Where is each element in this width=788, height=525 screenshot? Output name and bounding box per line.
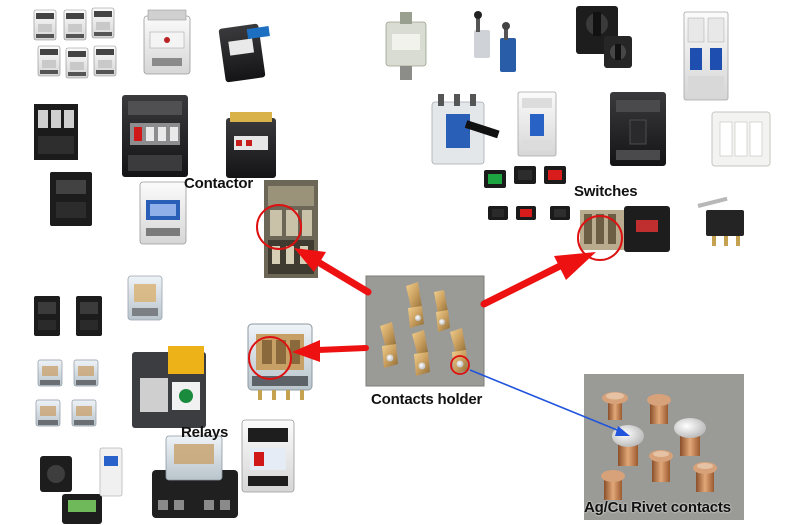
rocker-switches-icon	[484, 166, 570, 220]
contactor-icon	[143, 9, 191, 75]
contactor-icon	[33, 7, 117, 79]
label-contacts-holder: Contacts holder	[371, 391, 483, 408]
highlight-circle	[577, 215, 623, 261]
timer-relay-icon	[40, 447, 123, 524]
contact-holder-icon	[380, 282, 468, 376]
arrow-icon	[292, 340, 369, 362]
breaker-icon	[683, 11, 729, 101]
contactor-icon	[226, 112, 276, 178]
rivet-contacts-photo	[584, 374, 744, 520]
contactor-icon	[34, 104, 78, 160]
highlight-circle	[450, 355, 470, 375]
contactor-icon	[241, 419, 295, 493]
highlight-circle	[256, 204, 302, 250]
moulded-case-breaker-icon	[610, 92, 666, 166]
limit-switch-icon	[474, 11, 516, 72]
rotary-switch-icon	[576, 6, 632, 68]
label-contactor: Contactor	[184, 175, 254, 192]
label-switches: Switches	[574, 183, 638, 200]
switch-disassembled-icon	[580, 206, 670, 252]
isolator-switch-icon	[431, 94, 500, 165]
contactor-icon	[122, 95, 188, 177]
contacts-holder-photo	[365, 275, 485, 387]
rivet-contact-icon	[601, 392, 717, 500]
arrow-icon	[480, 252, 596, 308]
relay-icon	[127, 275, 163, 321]
relay-icon	[34, 296, 102, 427]
contactor-icon	[50, 172, 92, 226]
contactor-icon	[218, 23, 270, 83]
contactor-icon	[139, 181, 187, 245]
arrow-icon	[294, 248, 372, 296]
highlight-circle	[248, 336, 292, 380]
pressure-switch-icon	[385, 12, 427, 80]
thermal-overload-relay-icon	[132, 346, 206, 428]
micro-switch-icon	[697, 196, 744, 246]
relay-socket-icon	[152, 435, 238, 518]
breaker-icon	[517, 91, 557, 157]
relay-disassembled-icon	[247, 323, 313, 400]
arrow-icon	[469, 369, 630, 436]
wall-switch-icon	[711, 111, 771, 167]
label-rivet-contacts: Ag/Cu Rivet contacts	[584, 499, 731, 516]
label-relays: Relays	[181, 424, 229, 441]
